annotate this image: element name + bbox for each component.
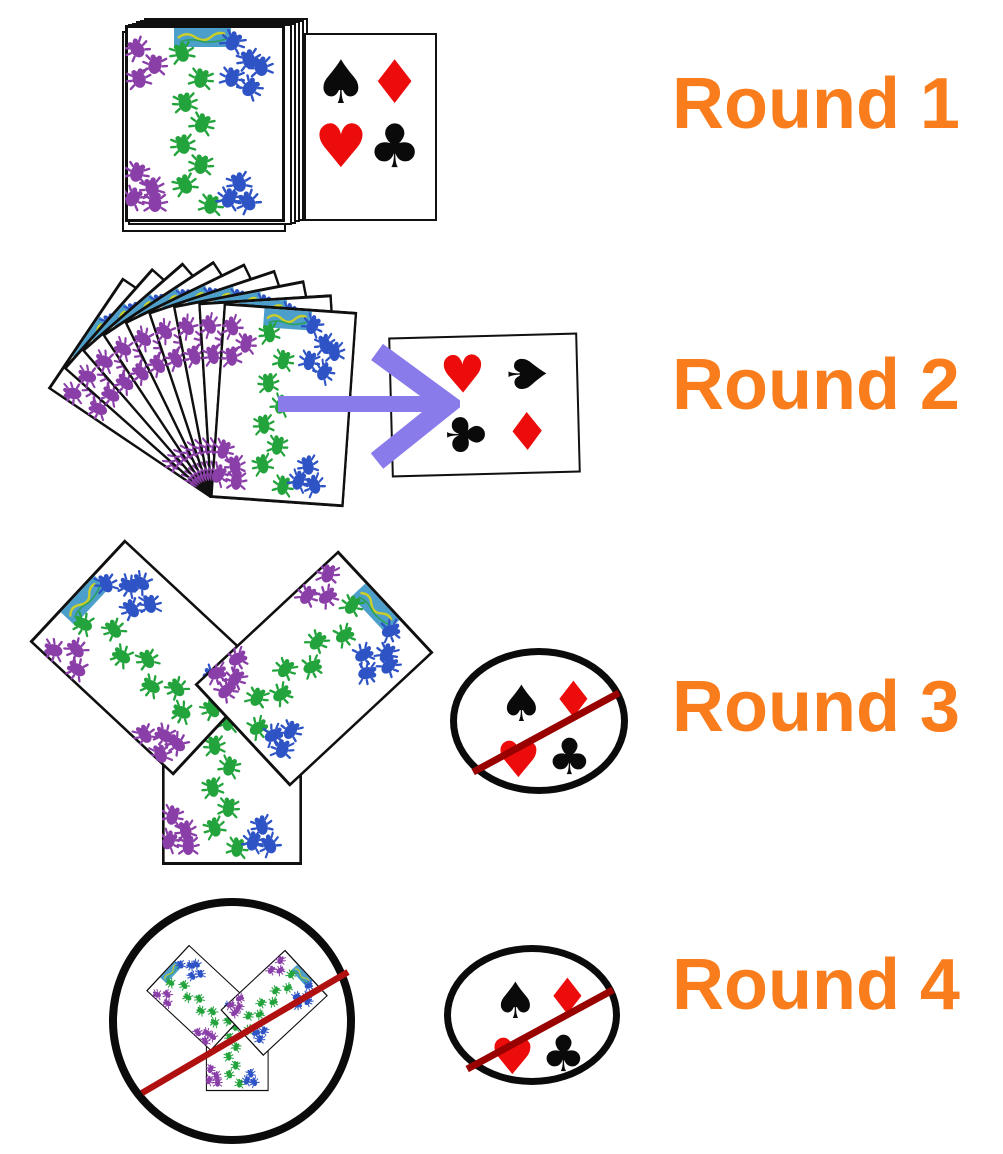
mini-three-card-y-cluster — [145, 945, 332, 1096]
club-icon: ♣ — [547, 728, 592, 786]
club-icon: ♣ — [541, 1025, 586, 1083]
spade-icon: ♠ — [495, 349, 557, 398]
card-back-top — [125, 25, 285, 222]
round-2-label: Round 2 — [672, 345, 960, 425]
round-3-label: Round 3 — [672, 667, 960, 747]
spade-icon: ♠ — [493, 972, 538, 1030]
rotated-four-suits-card: ♥ ♠ ♣ ♦ — [388, 332, 581, 478]
spade-icon: ♠ — [499, 675, 544, 733]
round-4-label: Round 4 — [672, 945, 960, 1025]
no-suits-ellipse: ♠ ♦ ♥ ♣ — [444, 945, 620, 1085]
fan-card-front — [210, 302, 357, 507]
spade-icon: ♠ — [314, 48, 368, 118]
prohibition-line-icon — [465, 986, 615, 1072]
bug-pattern-card-back-icon — [210, 302, 357, 507]
club-icon: ♣ — [367, 112, 422, 182]
heart-icon: ♥ — [314, 112, 368, 182]
diamond-icon: ♦ — [503, 401, 552, 463]
diamond-icon: ♦ — [367, 48, 422, 118]
club-icon: ♣ — [433, 409, 495, 459]
round-1-label: Round 1 — [672, 64, 960, 144]
no-suits-ellipse: ♠ ♦ ♥ ♣ — [450, 648, 628, 794]
three-card-y-cluster — [27, 540, 442, 875]
prohibition-line-icon — [471, 689, 621, 775]
four-suits-card: ♠ ♦ ♥ ♣ — [304, 33, 437, 221]
bug-pattern-card-back-icon — [125, 25, 285, 222]
heart-icon: ♥ — [438, 344, 487, 406]
